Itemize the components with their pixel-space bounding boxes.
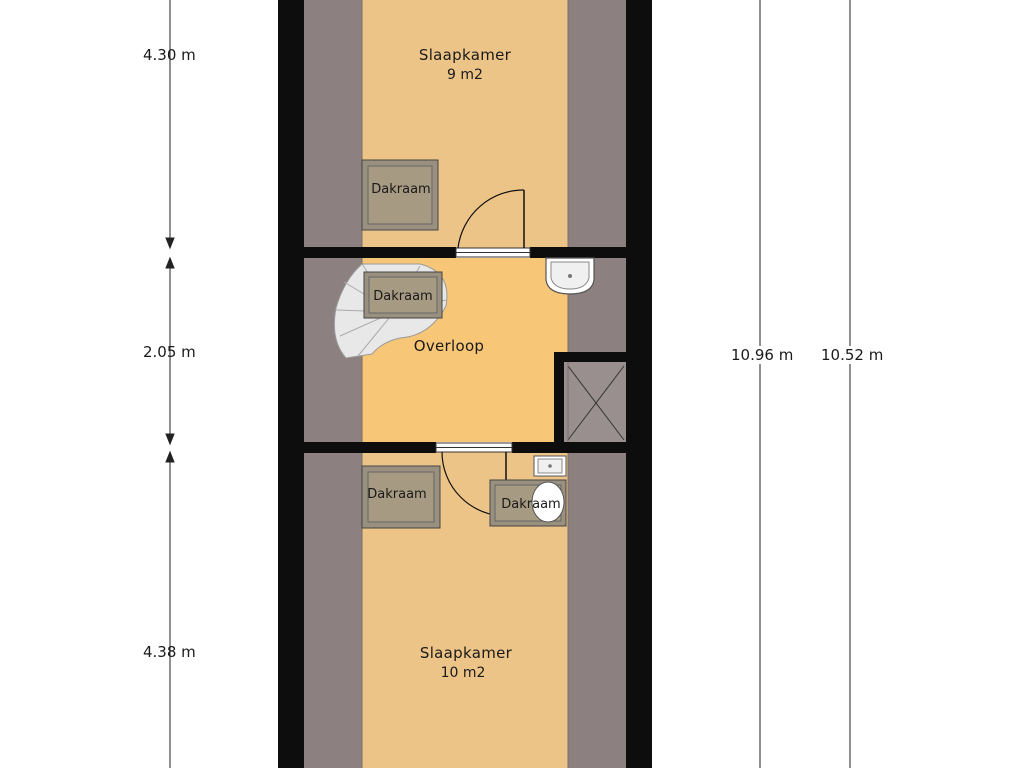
bottom-bedroom-area: 10 m2 [440, 665, 486, 681]
roof-slope-left [302, 0, 362, 768]
shaft-wall-left [554, 352, 564, 452]
wall-upper-left [302, 247, 456, 258]
outer-wall-left [278, 0, 304, 768]
dimension-total-outer: 10.96 m [730, 346, 795, 364]
landing-name: Overloop [413, 337, 485, 355]
top-bedroom-name: Slaapkamer [418, 46, 512, 64]
shaft-wall-top [554, 352, 626, 362]
dimension-lines [165, 0, 851, 768]
skylight-top-label: Dakraam [371, 182, 431, 197]
skylight-stair-label: Dakraam [373, 289, 433, 304]
skylight-bottom-left-label: Dakraam [367, 487, 427, 502]
shaft-cross-b [567, 365, 625, 441]
wall-upper-right [530, 247, 626, 258]
skylight-bottom-right-label: Dakraam [501, 497, 561, 512]
washbasin-landing [545, 257, 595, 295]
wall-lower-left [302, 442, 436, 453]
dimension-top-room: 4.30 m [143, 46, 196, 64]
dimension-total-inner: 10.52 m [820, 346, 885, 364]
top-bedroom-area: 9 m2 [447, 67, 483, 83]
bottom-bedroom-name: Slaapkamer [419, 644, 513, 662]
washbasin-bottom [533, 455, 567, 477]
dimension-landing: 2.05 m [143, 343, 196, 361]
toilet-bowl [531, 481, 565, 523]
dimension-bottom-room: 4.38 m [143, 643, 196, 661]
outer-wall-right [626, 0, 652, 768]
wall-lower-right [512, 442, 626, 453]
top-door-swing [457, 189, 525, 249]
